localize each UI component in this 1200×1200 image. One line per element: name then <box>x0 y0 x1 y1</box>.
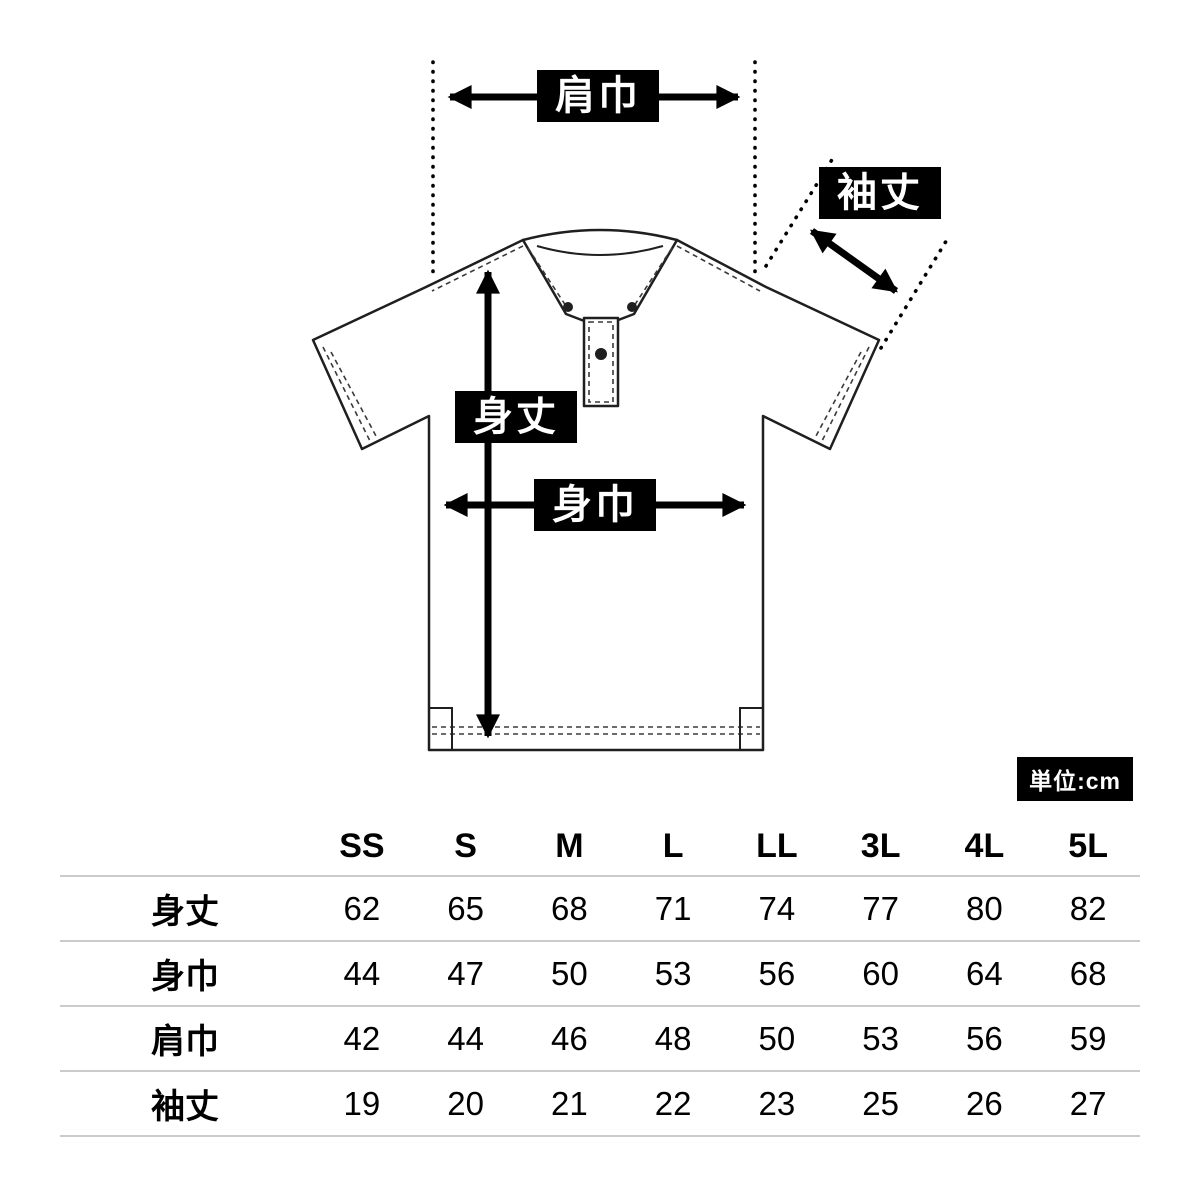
hem-vents <box>429 707 763 750</box>
size-column-header: SS <box>339 827 385 865</box>
sleeve-lower-guide <box>879 236 950 350</box>
buttons <box>563 302 637 360</box>
measurement-value: 56 <box>966 1019 1003 1057</box>
size-column-header: M <box>555 827 584 865</box>
measurement-value: 27 <box>1069 1084 1107 1122</box>
shoulder-width-label: 肩巾 <box>537 70 659 122</box>
measurement-value: 26 <box>966 1084 1003 1122</box>
size-column-header: 4L <box>964 827 1005 865</box>
size-column-header: 3L <box>860 827 901 865</box>
measurement-value: 65 <box>447 889 484 927</box>
measurement-value: 21 <box>551 1084 588 1122</box>
measurement-value: 23 <box>758 1084 796 1122</box>
shirt-measurement-diagram: 肩巾 袖丈 身丈 身巾 <box>311 60 950 752</box>
measurement-value: 50 <box>551 954 588 992</box>
measurement-value: 68 <box>1069 954 1107 992</box>
measurement-value: 25 <box>862 1084 899 1122</box>
measurement-value: 53 <box>654 954 692 992</box>
measurement-value: 42 <box>343 1019 381 1057</box>
measurement-row-label: 身丈 <box>151 893 219 931</box>
size-column-header: LL <box>756 827 798 865</box>
body-width-label: 身巾 <box>534 479 656 531</box>
measurement-value: 62 <box>343 889 381 927</box>
size-column-header: S <box>454 827 477 865</box>
measurement-row-label: 身巾 <box>151 958 219 996</box>
measurement-value: 20 <box>447 1084 484 1122</box>
size-table-body: 身丈 62 65 68 71 74 77 80 82 身巾 44 47 50 53 56 60 64 68 肩巾 42… <box>60 876 1140 1136</box>
measurement-value: 64 <box>966 954 1003 992</box>
size-column-header: 5L <box>1068 827 1108 865</box>
measurement-value: 71 <box>654 889 692 927</box>
measurement-value: 74 <box>758 889 796 927</box>
measurement-value: 44 <box>447 1019 484 1057</box>
measurement-value: 19 <box>343 1084 381 1122</box>
measurement-value: 44 <box>343 954 381 992</box>
measurement-value: 77 <box>862 889 899 927</box>
collar <box>521 228 679 329</box>
body-length-label: 身丈 <box>455 391 577 443</box>
measurement-row-label: 肩巾 <box>151 1023 219 1061</box>
measurement-row: 肩巾 42 44 46 48 50 53 56 59 <box>60 1006 1140 1071</box>
measurement-value: 46 <box>551 1019 588 1057</box>
measurement-value: 82 <box>1069 889 1107 927</box>
size-column-header: L <box>662 827 684 865</box>
measurement-row-label: 袖丈 <box>151 1088 219 1126</box>
measurement-value: 68 <box>551 889 588 927</box>
measurement-value: 47 <box>447 954 484 992</box>
measurement-value: 48 <box>654 1019 692 1057</box>
measurement-row: 身丈 62 65 68 71 74 77 80 82 <box>60 876 1140 941</box>
measurement-value: 60 <box>862 954 899 992</box>
sleeve-length-label: 袖丈 <box>819 167 941 219</box>
sleeve-length-arrow <box>809 228 899 294</box>
measurement-row: 袖丈 19 20 21 22 23 25 26 27 <box>60 1071 1140 1136</box>
measurement-value: 50 <box>758 1019 796 1057</box>
measurement-value: 53 <box>862 1019 899 1057</box>
measurement-value: 56 <box>758 954 796 992</box>
unit-badge: 単位:cm <box>1017 757 1133 801</box>
measurement-row: 身巾 44 47 50 53 56 60 64 68 <box>60 941 1140 1006</box>
measurement-value: 80 <box>966 889 1003 927</box>
measurement-value: 59 <box>1069 1019 1107 1057</box>
corner-cell <box>60 818 310 876</box>
measurement-value: 22 <box>654 1084 692 1122</box>
